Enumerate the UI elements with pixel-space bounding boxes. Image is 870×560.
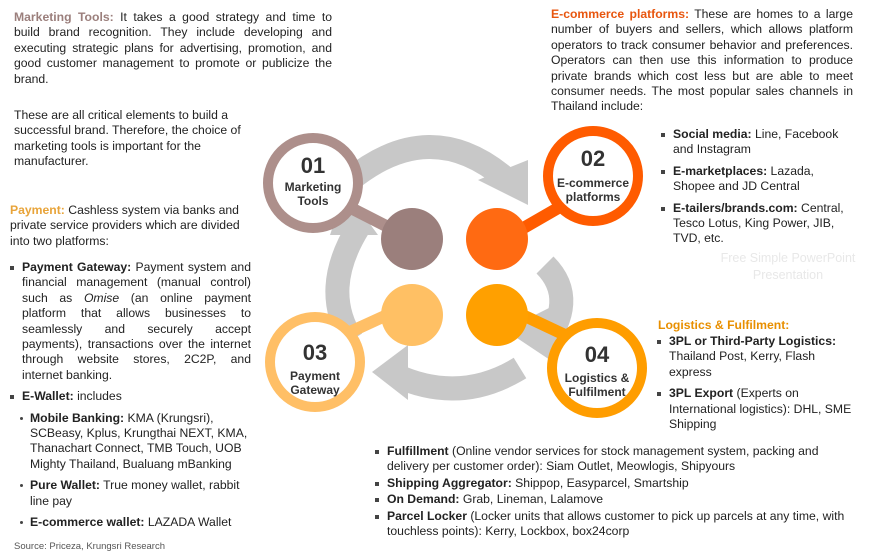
emarketplaces-label: E-marketplaces: xyxy=(673,163,768,178)
source-note: Source: Priceza, Krungsri Research xyxy=(14,541,166,552)
marketing-heading: Marketing Tools: xyxy=(14,10,114,24)
node-03-ring xyxy=(265,312,365,412)
node-04-number: 04 xyxy=(585,342,610,367)
logistics-list: 3PL or Third-Party Logistics: Thailand P… xyxy=(655,334,855,438)
ecommerce-text: These are homes to a large number of buy… xyxy=(551,7,853,114)
list-item: Pure Wallet: True money wallet, rabbit l… xyxy=(18,478,251,509)
pure-wallet-label: Pure Wallet: xyxy=(30,478,100,493)
list-item: Payment Gateway: Payment system and fina… xyxy=(8,260,251,383)
social-media-text: Line, Facebook and Instagram xyxy=(673,127,839,157)
arrow-top-head xyxy=(478,160,528,205)
ecommerce-wallet-label: E-commerce wallet: xyxy=(30,515,145,530)
node-03-inner xyxy=(381,284,443,346)
social-media-label: Social media: xyxy=(673,127,752,141)
ewallet-list: Mobile Banking: KMA (Krungsri), SCBeasy,… xyxy=(18,411,251,531)
list-item: 3PL Export (Experts on International log… xyxy=(655,386,855,432)
on-demand-label: On Demand: xyxy=(387,492,460,507)
payment-gateway-text: Payment system and financial management … xyxy=(22,260,251,305)
node-04-inner xyxy=(466,284,528,346)
omise-text: Omise xyxy=(83,290,120,305)
node-02-inner xyxy=(466,208,528,270)
node-03-label-1: Payment xyxy=(290,369,340,383)
list-item: Mobile Banking: KMA (Krungsri), SCBeasy,… xyxy=(18,411,251,473)
node-01-number: 01 xyxy=(301,153,325,178)
list-item: Fulfillment (Online vendor services for … xyxy=(373,444,853,475)
node-01-inner xyxy=(381,208,443,270)
fulfillment-text: (Online vendor services for stock manage… xyxy=(387,444,819,474)
payment-paragraph: Payment: Cashless system via banks and p… xyxy=(10,203,250,249)
payment-gateway-text-2: (an online payment platform that allows … xyxy=(22,290,252,382)
payment-heading: Payment: xyxy=(10,203,65,217)
arrow-top xyxy=(342,135,513,190)
shipping-aggregator-text: Shippop, Easyparcel, Smartship xyxy=(511,475,689,490)
list-item: Shipping Aggregator: Shippop, Easyparcel… xyxy=(373,476,853,491)
ecommerce-heading: E-commerce platforms: xyxy=(551,7,690,21)
node-03-label-2: Gateway xyxy=(290,383,340,397)
ecommerce-wallet-text: LAZADA Wallet xyxy=(144,515,232,530)
fulfillment-list: Fulfillment (Online vendor services for … xyxy=(373,444,853,540)
node-04-label-1: Logistics & xyxy=(565,371,630,385)
ewallet-text: includes xyxy=(73,389,122,404)
mobile-banking-text: KMA (Krungsri), SCBeasy, Kplus, Krungtha… xyxy=(30,410,248,471)
ecommerce-paragraph: E-commerce platforms: These are homes to… xyxy=(551,7,853,115)
marketing-note: These are all critical elements to build… xyxy=(14,108,241,169)
mobile-banking-label: Mobile Banking: xyxy=(30,410,125,425)
export-label: 3PL Export xyxy=(669,386,734,401)
logistics-heading: Logistics & Fulfilment: xyxy=(658,318,790,332)
list-item: E-marketplaces: Lazada, Shopee and JD Ce… xyxy=(659,164,859,195)
marketing-text: It takes a good strategy and time to bui… xyxy=(14,10,332,86)
list-item: E-commerce wallet: LAZADA Wallet xyxy=(18,515,251,530)
third-party-logistics-text: Thailand Post, Kerry, Flash express xyxy=(669,349,816,379)
node-02-number: 02 xyxy=(581,146,605,171)
node-02-ring xyxy=(543,126,643,226)
parcel-locker-text: (Locker units that allows customer to pi… xyxy=(387,508,845,539)
node-02-label-1: E-commerce xyxy=(557,176,629,190)
node-01-ring xyxy=(263,133,363,233)
shipping-aggregator-label: Shipping Aggregator: xyxy=(387,475,512,490)
arrow-bottom xyxy=(389,357,527,401)
parcel-locker-label: Parcel Locker xyxy=(387,508,467,523)
fulfillment-label: Fulfillment xyxy=(387,444,449,458)
list-item: E-tailers/brands.com: Central, Tesco Lot… xyxy=(659,201,859,247)
node-04-label-2: Fulfilment xyxy=(568,385,625,399)
etailers-label: E-tailers/brands.com: xyxy=(673,200,798,215)
emarketplaces-text: Lazada, Shopee and JD Central xyxy=(673,163,814,194)
list-item: Parcel Locker (Locker units that allows … xyxy=(373,509,853,540)
node-01-label-2: Tools xyxy=(297,194,328,208)
ewallet-label: E-Wallet: xyxy=(22,389,74,404)
node-02-label-2: platforms xyxy=(566,190,621,204)
marketing-paragraph: Marketing Tools: It takes a good strateg… xyxy=(14,10,332,87)
node-01-label-1: Marketing xyxy=(285,180,342,194)
node-03-number: 03 xyxy=(303,340,327,365)
cycle-arrows xyxy=(325,135,574,401)
payment-list: Payment Gateway: Payment system and fina… xyxy=(8,260,251,537)
payment-gateway-label: Payment Gateway: xyxy=(22,260,132,274)
list-item: On Demand: Grab, Lineman, Lalamove xyxy=(373,492,853,507)
watermark-text: Free Simple PowerPoint Presentation xyxy=(720,251,856,282)
list-item: 3PL or Third-Party Logistics: Thailand P… xyxy=(655,334,855,380)
list-item: Social media: Line, Facebook and Instagr… xyxy=(659,127,859,158)
list-item: E-Wallet: includes Mobile Banking: KMA (… xyxy=(8,389,251,530)
ecommerce-list: Social media: Line, Facebook and Instagr… xyxy=(659,127,859,253)
third-party-logistics-label: 3PL or Third-Party Logistics: xyxy=(669,334,837,348)
node-04-ring xyxy=(547,318,647,418)
export-text: (Experts on International logistics): DH… xyxy=(669,386,852,432)
etailers-text: Central, Tesco Lotus, King Power, JIB, T… xyxy=(673,200,844,246)
payment-text: Cashless system via banks and private se… xyxy=(10,203,240,248)
pure-wallet-text: True money wallet, rabbit line pay xyxy=(30,478,240,508)
on-demand-text: Grab, Lineman, Lalamove xyxy=(459,492,604,507)
arrow-bottom-head xyxy=(372,345,408,400)
